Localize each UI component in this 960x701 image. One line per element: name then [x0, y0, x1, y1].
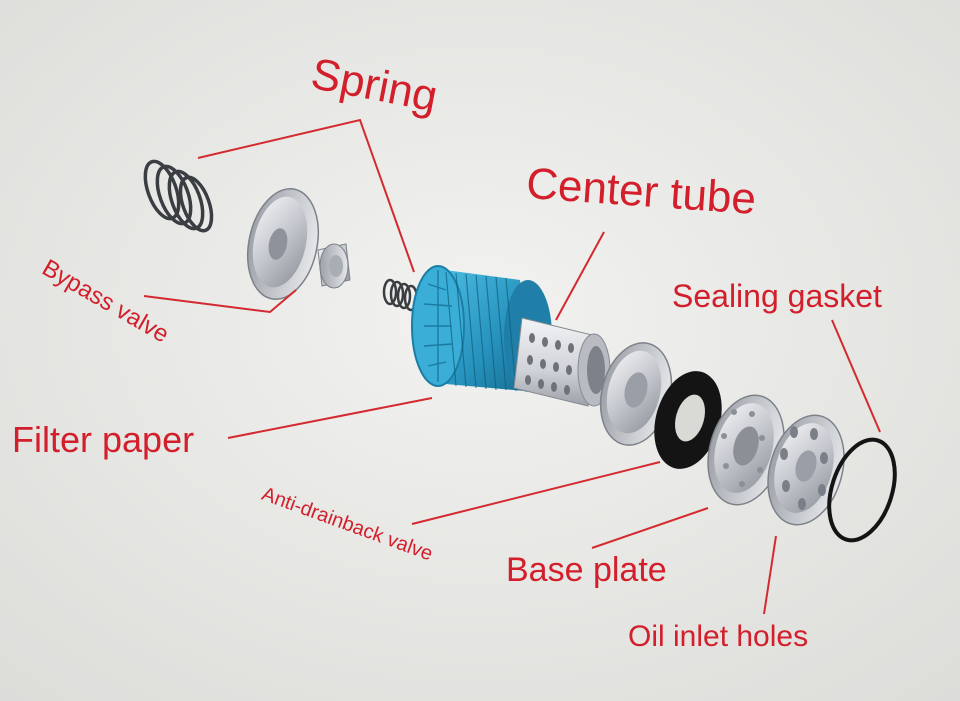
- base-plate-part: [707, 394, 785, 506]
- sealing-gasket-part: [827, 437, 897, 543]
- leader-base-plate: [591, 507, 709, 549]
- leader-oil-inlet: [763, 535, 777, 615]
- center-tube-part: [513, 317, 611, 407]
- leader-bypass: [143, 289, 297, 314]
- label-sealing-gasket: Sealing gasket: [672, 278, 882, 314]
- bypass-valve-part: [247, 188, 351, 300]
- label-filter-paper: Filter paper: [12, 419, 195, 460]
- oil-inlet-plate-part: [767, 414, 845, 526]
- large-spring: [143, 159, 214, 233]
- label-base-plate: Base plate: [506, 551, 667, 589]
- leader-lines: [143, 118, 881, 615]
- washer-disc: [599, 342, 673, 446]
- leader-center-tube: [555, 231, 605, 321]
- anti-drainback-valve-part: [654, 371, 722, 469]
- leader-spring: [197, 118, 415, 273]
- leader-sealing-gasket: [831, 319, 881, 433]
- label-oil-inlet-holes: Oil inlet holes: [628, 620, 809, 653]
- leader-anti-drainback: [411, 461, 661, 525]
- leader-filter-paper: [227, 397, 433, 439]
